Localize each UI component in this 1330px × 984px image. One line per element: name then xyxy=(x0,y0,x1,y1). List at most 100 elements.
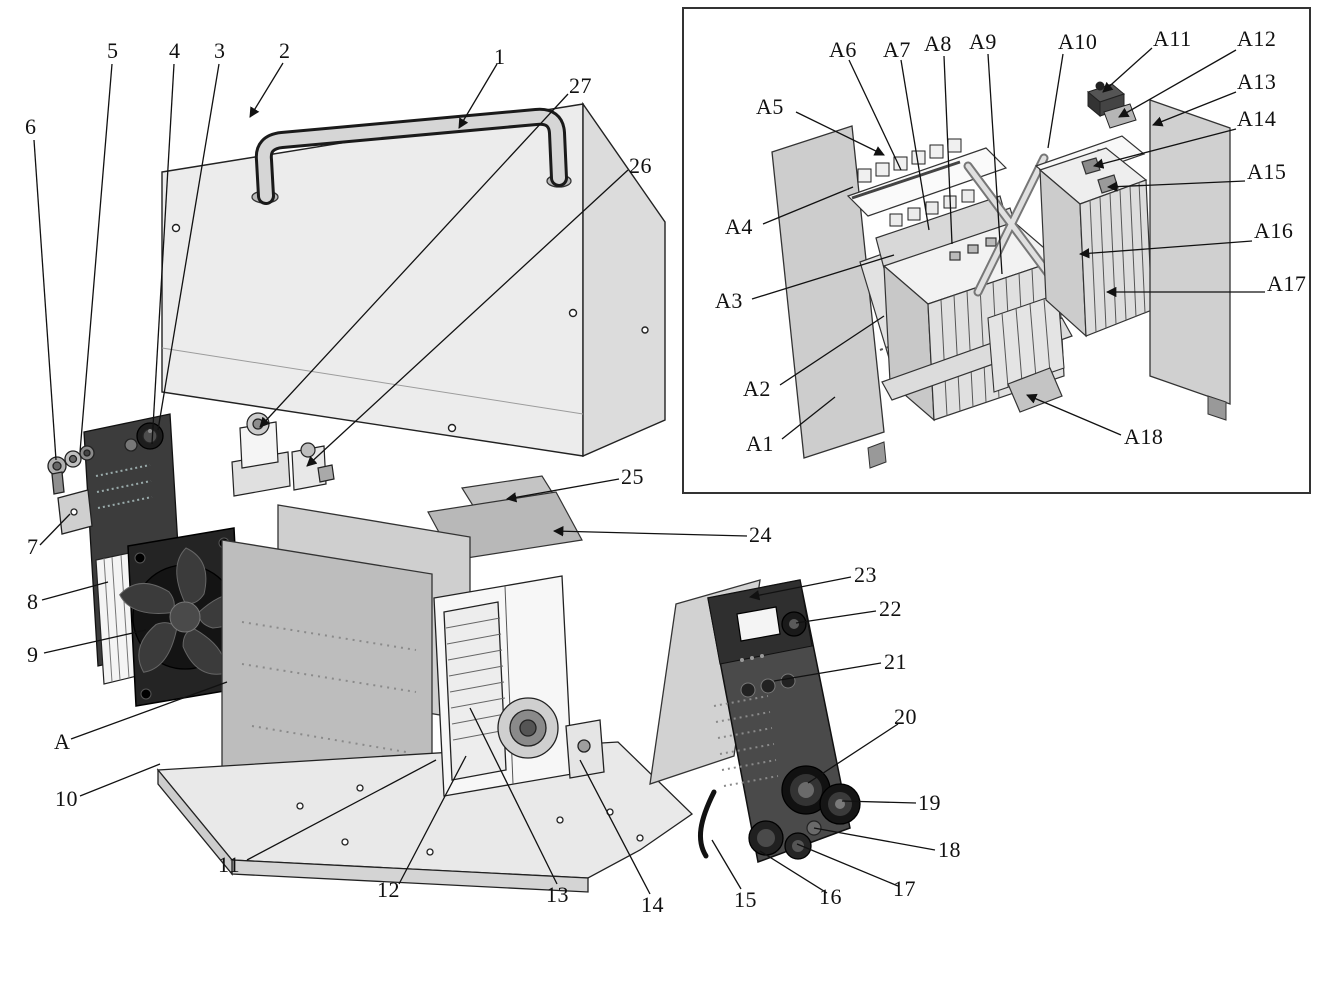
leader-5 xyxy=(79,63,113,453)
inset-small-heatsink xyxy=(987,293,1065,393)
leader-4 xyxy=(151,63,175,445)
relay-part-27 xyxy=(231,412,291,497)
inductor-board xyxy=(443,601,507,781)
callout-8: 8 xyxy=(27,589,39,614)
transistor-row-2 xyxy=(889,189,975,227)
leader-7 xyxy=(39,513,71,546)
leader-A5 xyxy=(795,111,885,156)
leader-14 xyxy=(579,759,651,895)
callout-A12: A12 xyxy=(1237,26,1277,51)
leader-9 xyxy=(43,629,147,654)
callout-27: 27 xyxy=(569,73,592,98)
leader-17 xyxy=(796,843,899,887)
leader-8 xyxy=(41,581,109,601)
callout-12: 12 xyxy=(377,877,400,902)
callout-17: 17 xyxy=(893,876,916,901)
callout-15: 15 xyxy=(734,887,757,912)
callout-A9: A9 xyxy=(969,29,997,54)
callout-20: 20 xyxy=(894,704,917,729)
callout-11: 11 xyxy=(218,852,241,877)
callout-5: 5 xyxy=(107,38,119,63)
panel-button-1 xyxy=(740,682,756,698)
output-wire xyxy=(698,789,717,859)
leader-A7 xyxy=(900,59,930,231)
callout-21: 21 xyxy=(884,649,907,674)
leader-A12 xyxy=(1118,49,1237,118)
callout-13: 13 xyxy=(546,882,569,907)
callout-7: 7 xyxy=(27,534,39,559)
leader-A16 xyxy=(1078,240,1253,259)
leader-10 xyxy=(79,763,161,797)
leader-2 xyxy=(249,62,284,118)
panel-button-3 xyxy=(780,673,796,689)
callout-3: 3 xyxy=(214,38,226,63)
callout-18: 18 xyxy=(938,837,961,862)
inset-bracket-a18 xyxy=(1007,367,1063,413)
leader-18 xyxy=(813,827,936,851)
cover-part xyxy=(161,101,666,458)
leader-20 xyxy=(807,723,899,784)
pcb-transformer-assembly xyxy=(433,575,605,797)
leader-A18 xyxy=(1026,393,1122,436)
leader-A10 xyxy=(1047,53,1064,149)
callout-A2: A2 xyxy=(743,376,771,401)
leader-A3 xyxy=(751,254,895,300)
callout-A6: A6 xyxy=(829,37,857,62)
leader-6 xyxy=(33,139,57,461)
callout-A18: A18 xyxy=(1124,424,1164,449)
leader-25 xyxy=(505,478,620,503)
leader-A9 xyxy=(987,53,1003,275)
leader-13 xyxy=(469,707,558,885)
callout-10: 10 xyxy=(55,786,78,811)
leader-3 xyxy=(157,63,220,431)
leader-A8 xyxy=(943,55,953,245)
callout-A1: A1 xyxy=(746,431,774,456)
callout-A13: A13 xyxy=(1237,69,1277,94)
front-panel-assembly xyxy=(649,579,861,864)
callout-25: 25 xyxy=(621,464,644,489)
callout-A17: A17 xyxy=(1267,271,1307,296)
leader-A11 xyxy=(1102,47,1153,93)
leader-A13 xyxy=(1152,91,1237,127)
callout-26: 26 xyxy=(629,153,652,178)
leader-22 xyxy=(795,610,877,624)
callout-24: 24 xyxy=(749,522,772,547)
leader-12 xyxy=(398,755,467,885)
callout-A4: A4 xyxy=(725,214,753,239)
leader-A4 xyxy=(762,186,854,225)
callout-19: 19 xyxy=(918,790,941,815)
callout-16: 16 xyxy=(819,884,842,909)
callout-A: A xyxy=(54,729,71,754)
leader-21 xyxy=(773,662,882,682)
leader-11 xyxy=(246,759,437,861)
handle-part xyxy=(251,107,572,205)
leader-A xyxy=(70,681,228,740)
panel-button-2 xyxy=(760,678,776,694)
leader-16 xyxy=(759,850,828,894)
callout-1: 1 xyxy=(494,44,506,69)
leader-27 xyxy=(259,93,569,428)
inset-right-plate xyxy=(1149,99,1231,405)
leader-A15 xyxy=(1106,180,1246,192)
callout-A3: A3 xyxy=(715,288,743,313)
callout-A5: A5 xyxy=(756,94,784,119)
callout-A16: A16 xyxy=(1254,218,1294,243)
leader-A14 xyxy=(1092,128,1237,169)
inset-cross-bracket xyxy=(963,153,1061,297)
callout-23: 23 xyxy=(854,562,877,587)
leader-26 xyxy=(306,169,629,467)
leader-24 xyxy=(552,526,748,537)
callout-4: 4 xyxy=(169,38,181,63)
leader-A2 xyxy=(779,315,885,386)
leader-23 xyxy=(748,576,852,601)
callout-A11: A11 xyxy=(1153,26,1192,51)
callout-9: 9 xyxy=(27,642,39,667)
leader-1 xyxy=(458,63,498,129)
callout-A15: A15 xyxy=(1247,159,1287,184)
leader-15 xyxy=(711,839,742,890)
callout-14: 14 xyxy=(641,892,664,917)
leader-A1 xyxy=(781,396,836,440)
display-window xyxy=(736,606,781,642)
